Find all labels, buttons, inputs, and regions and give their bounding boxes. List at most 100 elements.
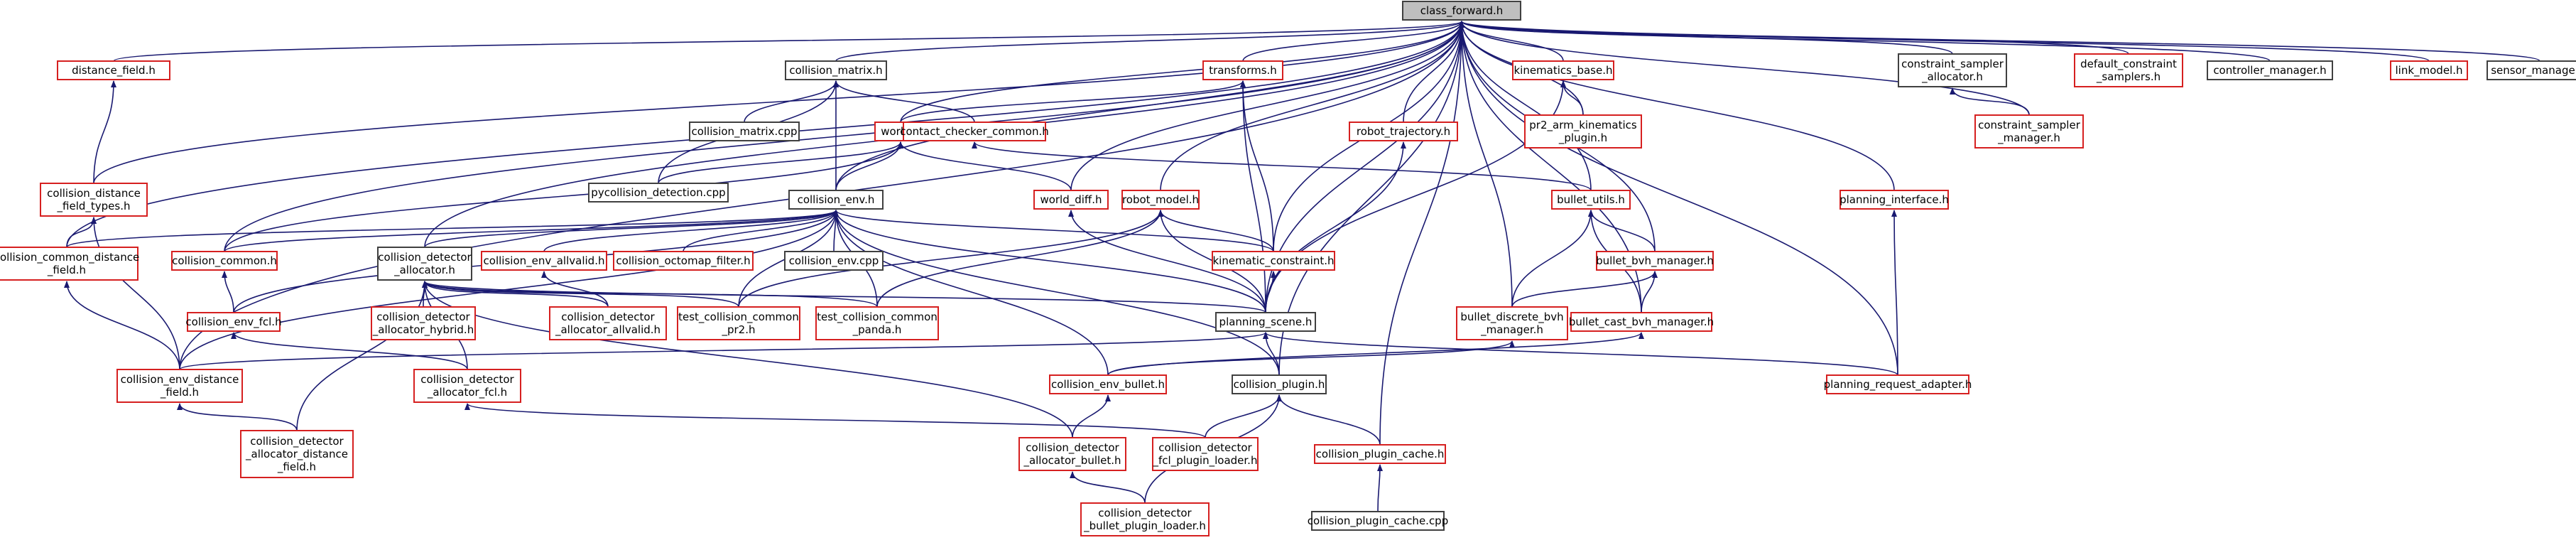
node-bullet-utils[interactable]: bullet_utils.h	[1551, 190, 1631, 210]
node-box	[371, 306, 476, 340]
node-collision-plugin-cache[interactable]: collision_plugin_cache.h	[1314, 444, 1446, 464]
node-label: world_diff.h	[1040, 193, 1102, 207]
node-planning-request-adapter[interactable]: planning_request_adapter.h	[1824, 374, 1972, 394]
node-box	[1018, 437, 1126, 471]
node-collision-distance-field-types[interactable]: collision_distance_field_types.h	[40, 183, 148, 217]
node-robot-model[interactable]: robot_model.h	[1121, 190, 1200, 210]
node-label: collision_env_fcl.h	[185, 315, 281, 329]
edge-test-collision-common-panda-to-collision-detector-allocator	[422, 281, 878, 308]
node-label: robot_trajectory.h	[1357, 125, 1450, 139]
edge-constraint-sampler-allocator-to-class-forward	[1459, 21, 1953, 55]
edge-contact-checker-common-to-collision-matrix	[833, 80, 975, 123]
node-box	[413, 369, 521, 403]
node-label: controller_manager.h	[2213, 64, 2326, 77]
edge-kinematic-constraint-to-robot-model	[1158, 210, 1274, 252]
node-box	[588, 183, 729, 203]
node-kinematic-constraint[interactable]: kinematic_constraint.h	[1212, 251, 1335, 271]
node-label: constraint_sampler	[1901, 58, 2004, 71]
node-box	[613, 251, 754, 271]
node-box	[1349, 122, 1458, 141]
node-transforms[interactable]: transforms.h	[1202, 60, 1283, 80]
node-label: collision_detector	[378, 251, 472, 264]
node-pr2-arm-kinematics[interactable]: pr2_arm_kinematics_plugin.h	[1524, 114, 1642, 149]
node-box	[481, 251, 607, 271]
node-box	[1974, 114, 2084, 149]
node-pycollision-detection[interactable]: pycollision_detection.cpp	[588, 183, 729, 203]
node-collision-env-cpp[interactable]: collision_env.cpp	[784, 251, 884, 271]
node-link-model[interactable]: link_model.h	[2390, 60, 2468, 80]
node-constraint-sampler-manager[interactable]: constraint_sampler_manager.h	[1974, 114, 2084, 149]
node-world-diff[interactable]: world_diff.h	[1033, 190, 1109, 210]
node-collision-env-distance-field[interactable]: collision_env_distance_field.h	[116, 369, 243, 403]
node-collision-detector-fcl-plugin-loader[interactable]: collision_detector_fcl_plugin_loader.h	[1152, 437, 1259, 471]
node-label: collision_matrix.cpp	[691, 125, 797, 139]
node-collision-detector-bullet-plugin-loader[interactable]: collision_detector_bullet_plugin_loader.…	[1080, 502, 1210, 536]
node-collision-env-fcl[interactable]: collision_env_fcl.h	[185, 312, 282, 332]
edge-planning-scene-to-collision-env	[833, 210, 1266, 313]
edge-constraint-sampler-manager-to-constraint-sampler-allocator	[1950, 87, 2030, 116]
node-label: collision_detector	[1026, 441, 1119, 455]
node-collision-detector-allocator-fcl[interactable]: collision_detector_allocator_fcl.h	[413, 369, 521, 403]
node-constraint-sampler-allocator[interactable]: constraint_sampler_allocator.h	[1898, 53, 2007, 87]
node-box	[1898, 53, 2007, 87]
node-box	[377, 247, 472, 281]
node-collision-env-allvalid[interactable]: collision_env_allvalid.h	[481, 251, 607, 271]
node-box	[2487, 60, 2576, 80]
node-label: collision_common.h	[172, 254, 277, 268]
node-box	[1456, 306, 1568, 340]
node-collision-detector-allocator[interactable]: collision_detector_allocator.h	[377, 247, 472, 281]
node-kinematics-base[interactable]: kinematics_base.h	[1512, 60, 1614, 80]
node-collision-env[interactable]: collision_env.h	[788, 190, 884, 210]
node-box	[57, 60, 170, 80]
edge-collision-env-bullet-to-bullet-cast-bvh-manager	[1107, 332, 1644, 376]
node-label: transforms.h	[1209, 64, 1277, 77]
node-label: collision_detector	[250, 435, 344, 448]
node-collision-detector-allocator-allvalid[interactable]: collision_detector_allocator_allvalid.h	[549, 306, 667, 340]
node-distance-field[interactable]: distance_field.h	[57, 60, 170, 80]
node-label: pycollision_detection.cpp	[591, 186, 725, 200]
node-label: collision_plugin.h	[1234, 378, 1325, 392]
node-collision-detector-allocator-distance-field[interactable]: collision_detector_allocator_distance_fi…	[240, 430, 354, 478]
node-test-collision-common-pr2[interactable]: test_collision_common_pr2.h	[677, 306, 800, 340]
node-label: collision_env_bullet.h	[1051, 378, 1165, 392]
node-contact-checker-common[interactable]: contact_checker_common.h	[900, 122, 1049, 141]
node-collision-plugin-cache-cpp[interactable]: collision_plugin_cache.cpp	[1308, 511, 1448, 531]
edge-collision-env-bullet-to-collision-env	[833, 210, 1109, 376]
node-box	[1232, 374, 1327, 394]
node-controller-manager[interactable]: controller_manager.h	[2207, 60, 2333, 80]
node-class-forward[interactable]: class_forward.h	[1402, 1, 1521, 21]
edge-collision-plugin-cache-cpp-to-collision-plugin-cache	[1376, 464, 1383, 512]
node-bullet-discrete-bvh-manager[interactable]: bullet_discrete_bvh_manager.h	[1456, 306, 1568, 340]
edge-collision-detector-bullet-plugin-loader-to-collision-detector-allocator-bullet	[1070, 471, 1146, 504]
node-box	[240, 430, 354, 478]
node-collision-common[interactable]: collision_common.h	[171, 251, 278, 271]
node-label: collision_plugin_cache.cpp	[1308, 514, 1448, 528]
node-bullet-cast-bvh-manager[interactable]: bullet_cast_bvh_manager.h	[1569, 312, 1714, 332]
node-collision-matrix[interactable]: collision_matrix.h	[785, 60, 887, 80]
node-box	[788, 190, 884, 210]
node-collision-octomap-filter[interactable]: collision_octomap_filter.h	[613, 251, 754, 271]
node-label: _manager.h	[1997, 131, 2060, 145]
node-robot-trajectory[interactable]: robot_trajectory.h	[1349, 122, 1458, 141]
node-test-collision-common-panda[interactable]: test_collision_common_panda.h	[815, 306, 939, 340]
edge-bullet-cast-bvh-manager-to-bullet-bvh-manager	[1641, 271, 1658, 313]
edge-collision-common-distance-field-to-collision-env	[66, 210, 839, 248]
node-label: collision_detector	[376, 311, 470, 324]
node-label: collision_env.cpp	[789, 254, 879, 268]
node-bullet-bvh-manager[interactable]: bullet_bvh_manager.h	[1596, 251, 1714, 271]
node-label: planning_interface.h	[1839, 193, 1949, 207]
edge-world-diff-to-world	[898, 141, 1072, 191]
node-planning-scene[interactable]: planning_scene.h	[1215, 312, 1316, 332]
node-label: bullet_utils.h	[1557, 193, 1625, 207]
node-box	[1596, 251, 1714, 271]
node-planning-interface[interactable]: planning_interface.h	[1839, 190, 1949, 210]
node-collision-detector-allocator-hybrid[interactable]: collision_detector_allocator_hybrid.h	[371, 306, 476, 340]
node-collision-env-bullet[interactable]: collision_env_bullet.h	[1049, 374, 1167, 394]
node-collision-common-distance-field[interactable]: collision_common_distance_field.h	[0, 247, 139, 281]
node-label: planning_scene.h	[1219, 315, 1313, 329]
node-sensor-manager[interactable]: sensor_manager.h	[2487, 60, 2576, 80]
node-default-constraint-samplers[interactable]: default_constraint_samplers.h	[2074, 53, 2183, 87]
node-collision-plugin[interactable]: collision_plugin.h	[1232, 374, 1327, 394]
node-collision-matrix-cpp[interactable]: collision_matrix.cpp	[689, 122, 800, 141]
node-collision-detector-allocator-bullet[interactable]: collision_detector_allocator_bullet.h	[1018, 437, 1126, 471]
